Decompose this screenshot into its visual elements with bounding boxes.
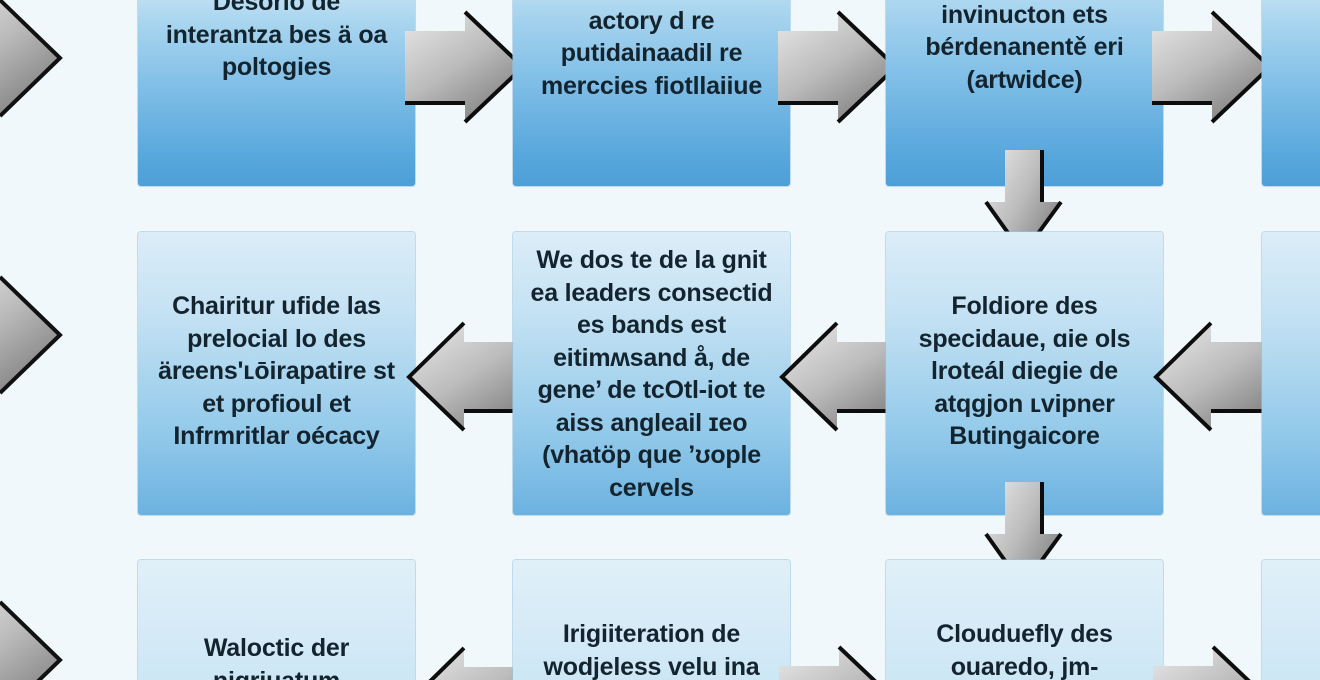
process-box-label: Eu e bbox=[1276, 0, 1320, 19]
process-box-label: We dos te de la gnit ea leaders consecti… bbox=[530, 246, 773, 502]
flow-arrow-left-clipped-row2 bbox=[0, 275, 63, 395]
process-box-r2c3[interactable]: Foldiore des specidaue, ɑie ols lroteál … bbox=[886, 232, 1163, 515]
flow-arrow-left-r2-2 bbox=[779, 320, 901, 432]
process-box-label: Desorio de interantza bes ä oa poltogies bbox=[165, 0, 388, 81]
process-box-label: O K ge bbox=[1276, 290, 1320, 323]
flow-arrow-right-r1-3 bbox=[1152, 10, 1274, 125]
process-box-label: Divis noore de? e?actory d re putidainaa… bbox=[540, 0, 763, 100]
flow-arrow-left-r2-3 bbox=[1153, 320, 1275, 432]
process-box-r3c4[interactable] bbox=[1262, 560, 1320, 680]
process-box-r3c2[interactable]: Irigiiteration de wodjeless velu ina bbox=[513, 560, 790, 680]
process-box-label: beneris poucezi dn invinucton ets bérden… bbox=[925, 0, 1124, 94]
process-box-label: Irigiiteration de wodjeless velu ina bbox=[543, 620, 760, 680]
process-box-label: Foldiore des specidaue, ɑie ols lroteál … bbox=[918, 292, 1131, 450]
process-box-label: Chairitur ufide las prelocial lo des äre… bbox=[158, 292, 395, 450]
process-box-r3c3[interactable]: Clouduefly des ouaredo, jm- bbox=[886, 560, 1163, 680]
process-box-r3c1[interactable]: Waloctic der nigriuatum bbox=[138, 560, 415, 680]
process-box-r1c4[interactable]: Eu e bbox=[1262, 0, 1320, 186]
flow-arrow-left-clipped-row3 bbox=[0, 600, 63, 680]
process-box-r2c1[interactable]: Chairitur ufide las prelocial lo des äre… bbox=[138, 232, 415, 515]
flow-arrow-right-r3-2 bbox=[779, 645, 901, 680]
flow-arrow-right-r1-2 bbox=[778, 10, 900, 125]
flow-arrow-right-clipped-row1 bbox=[0, 0, 63, 118]
process-box-r1c1[interactable]: Desorio de interantza bes ä oa poltogies bbox=[138, 0, 415, 186]
process-box-r2c2[interactable]: We dos te de la gnit ea leaders consecti… bbox=[513, 232, 790, 515]
flow-arrow-left-r2-1 bbox=[406, 320, 528, 432]
process-box-label: Waloctic der nigriuatum bbox=[203, 634, 350, 680]
process-box-r2c4[interactable]: O K ge bbox=[1262, 232, 1320, 515]
process-box-r1c2[interactable]: Divis noore de? e?actory d re putidainaa… bbox=[513, 0, 790, 186]
flow-arrow-right-r3-3 bbox=[1153, 645, 1275, 680]
flow-arrow-right-r1-1 bbox=[405, 10, 527, 125]
process-box-label: Clouduefly des ouaredo, jm- bbox=[936, 620, 1113, 680]
flow-arrow-left-r3-1 bbox=[406, 645, 528, 680]
